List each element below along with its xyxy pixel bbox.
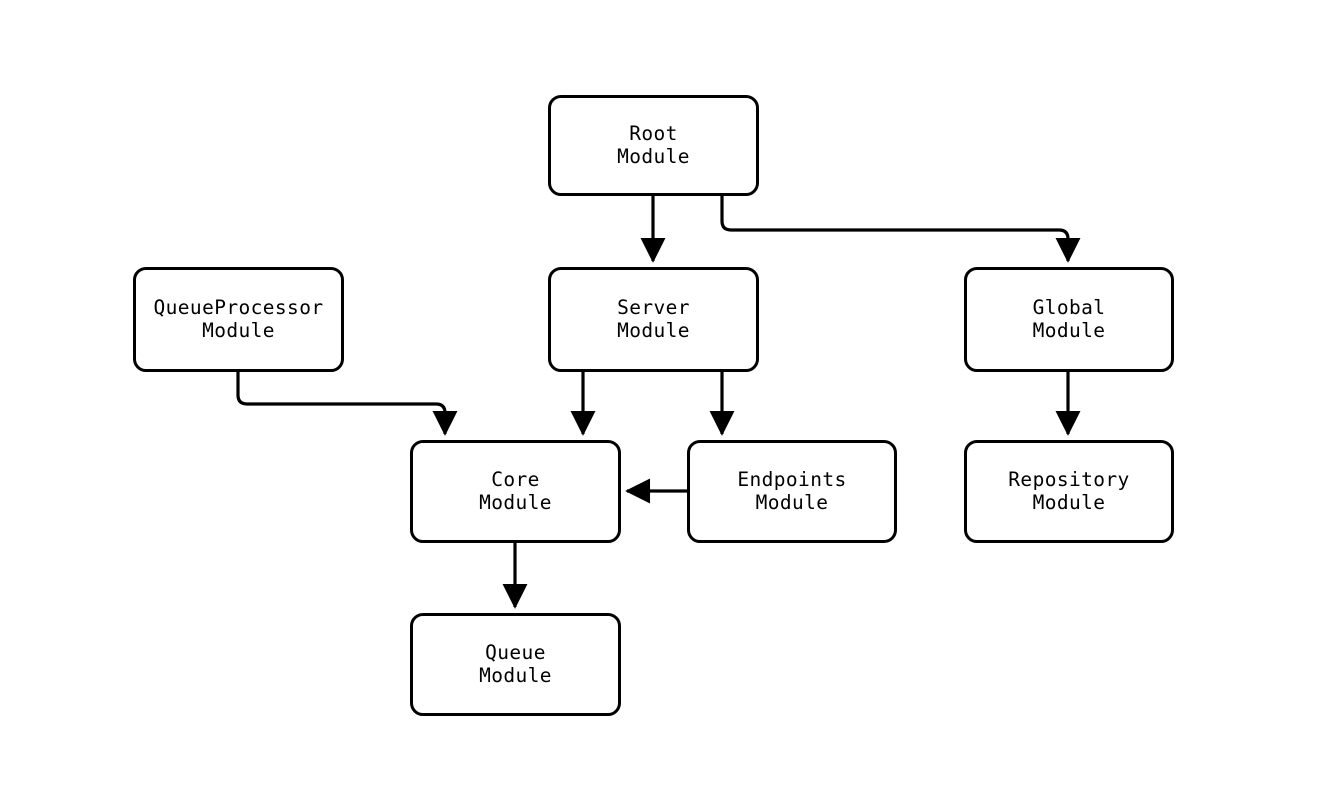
node-global-label: Global Module: [1032, 296, 1106, 342]
node-endpoints[interactable]: Endpoints Module: [687, 440, 897, 543]
edge-queueprocessor-to-core: [236, 372, 458, 436]
node-server-label: Server Module: [617, 296, 690, 342]
node-queueprocessor[interactable]: QueueProcessor Module: [133, 267, 344, 372]
node-root[interactable]: Root Module: [548, 95, 759, 196]
node-queue-label: Queue Module: [479, 641, 552, 687]
node-endpoints-label: Endpoints Module: [737, 468, 847, 514]
edge-root-to-global: [720, 196, 1081, 263]
node-core-label: Core Module: [479, 468, 552, 514]
node-queue[interactable]: Queue Module: [410, 613, 621, 716]
node-root-label: Root Module: [617, 122, 690, 168]
node-queueprocessor-label: QueueProcessor Module: [153, 296, 324, 342]
node-repository[interactable]: Repository Module: [964, 440, 1174, 543]
node-repository-label: Repository Module: [1008, 468, 1130, 514]
node-core[interactable]: Core Module: [410, 440, 621, 543]
node-global[interactable]: Global Module: [964, 267, 1174, 372]
node-server[interactable]: Server Module: [548, 267, 759, 372]
